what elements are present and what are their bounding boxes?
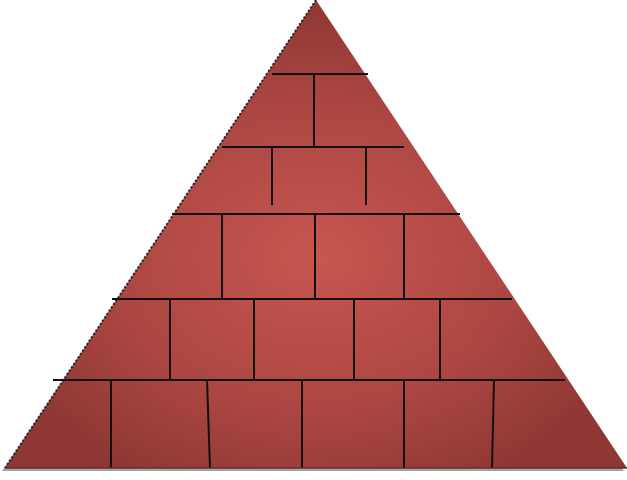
pyramid-illustration xyxy=(0,0,627,480)
pyramid-graphic xyxy=(0,0,627,480)
